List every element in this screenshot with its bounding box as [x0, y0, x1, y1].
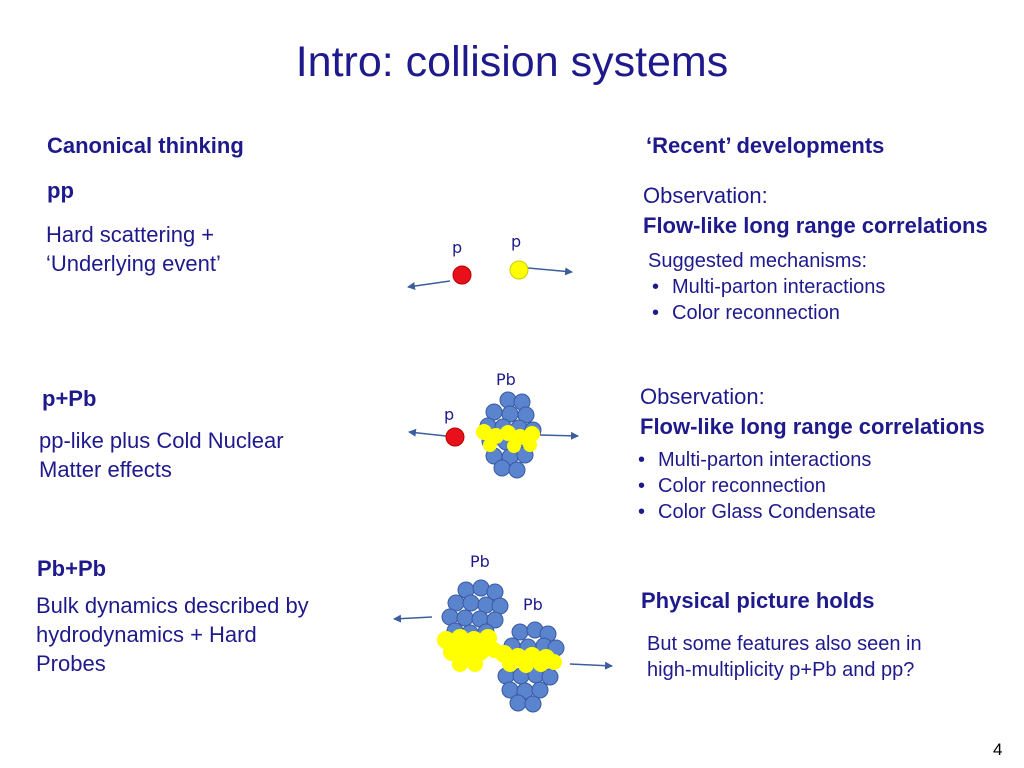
- pp-mechanisms: Suggested mechanisms: Multi-parton inter…: [648, 248, 885, 326]
- ppb-red-proton: [445, 427, 465, 447]
- pp-observation-text: Flow-like long range correlations: [643, 213, 988, 238]
- ppb-lead-nucleus: [476, 391, 542, 479]
- pbpb-right-arrow: [569, 661, 613, 670]
- pp-mechanisms-title: Suggested mechanisms:: [648, 250, 868, 272]
- page-number: 4: [993, 740, 1003, 759]
- pp-mechanism-item: Multi-parton interactions: [648, 274, 885, 300]
- pbpb-left-nucleus: [437, 579, 509, 672]
- system-label-pbpb: Pb+Pb: [37, 556, 107, 581]
- pp-left-proton-label: p: [452, 238, 463, 257]
- pbpb-left-nucleus-label: Pb: [470, 552, 490, 571]
- ppb-left-arrow: [408, 428, 447, 437]
- pbpb-conclusion: Physical picture holds: [641, 588, 875, 613]
- pbpb-note: But some features also seen in high-mult…: [647, 633, 922, 681]
- pp-yellow-proton: [509, 260, 529, 280]
- pp-left-arrow: [407, 280, 451, 290]
- right-column-header: ‘Recent’ developments: [646, 133, 885, 158]
- ppb-mechanism-item: Multi-parton interactions: [634, 447, 876, 473]
- ppb-proton-label: p: [444, 405, 455, 424]
- ppb-mechanisms: Multi-parton interactions Color reconnec…: [634, 447, 876, 525]
- pp-observation-label: Observation:: [643, 183, 768, 208]
- pp-description: Hard scattering + ‘Underlying event’: [46, 222, 221, 276]
- pbpb-right-nucleus-label: Pb: [523, 595, 543, 614]
- ppb-right-arrow: [539, 431, 579, 440]
- ppb-mechanism-list: Multi-parton interactions Color reconnec…: [634, 447, 876, 525]
- pbpb-right-nucleus: [495, 621, 565, 713]
- pp-observation: Observation: Flow-like long range correl…: [643, 181, 988, 241]
- ppb-observation: Observation: Flow-like long range correl…: [640, 382, 985, 442]
- ppb-observation-label: Observation:: [640, 384, 765, 409]
- system-label-pp: pp: [47, 178, 74, 203]
- pp-right-arrow: [527, 267, 573, 276]
- pp-mechanism-list: Multi-parton interactions Color reconnec…: [648, 274, 885, 326]
- pp-red-proton: [452, 265, 472, 285]
- pbpb-left-arrow: [393, 614, 433, 623]
- ppb-observation-text: Flow-like long range correlations: [640, 414, 985, 439]
- slide-title: Intro: collision systems: [295, 38, 729, 86]
- ppb-mechanism-item: Color Glass Condensate: [634, 499, 876, 525]
- system-label-ppb: p+Pb: [42, 386, 97, 411]
- left-column-header: Canonical thinking: [47, 133, 244, 158]
- pbpb-description: Bulk dynamics described by hydrodynamics…: [36, 593, 309, 676]
- pp-mechanism-item: Color reconnection: [648, 300, 885, 326]
- pp-right-proton-label: p: [511, 232, 522, 251]
- ppb-nucleus-label: Pb: [496, 370, 516, 389]
- ppb-mechanism-item: Color reconnection: [634, 473, 876, 499]
- ppb-description: pp-like plus Cold Nuclear Matter effects: [39, 428, 284, 482]
